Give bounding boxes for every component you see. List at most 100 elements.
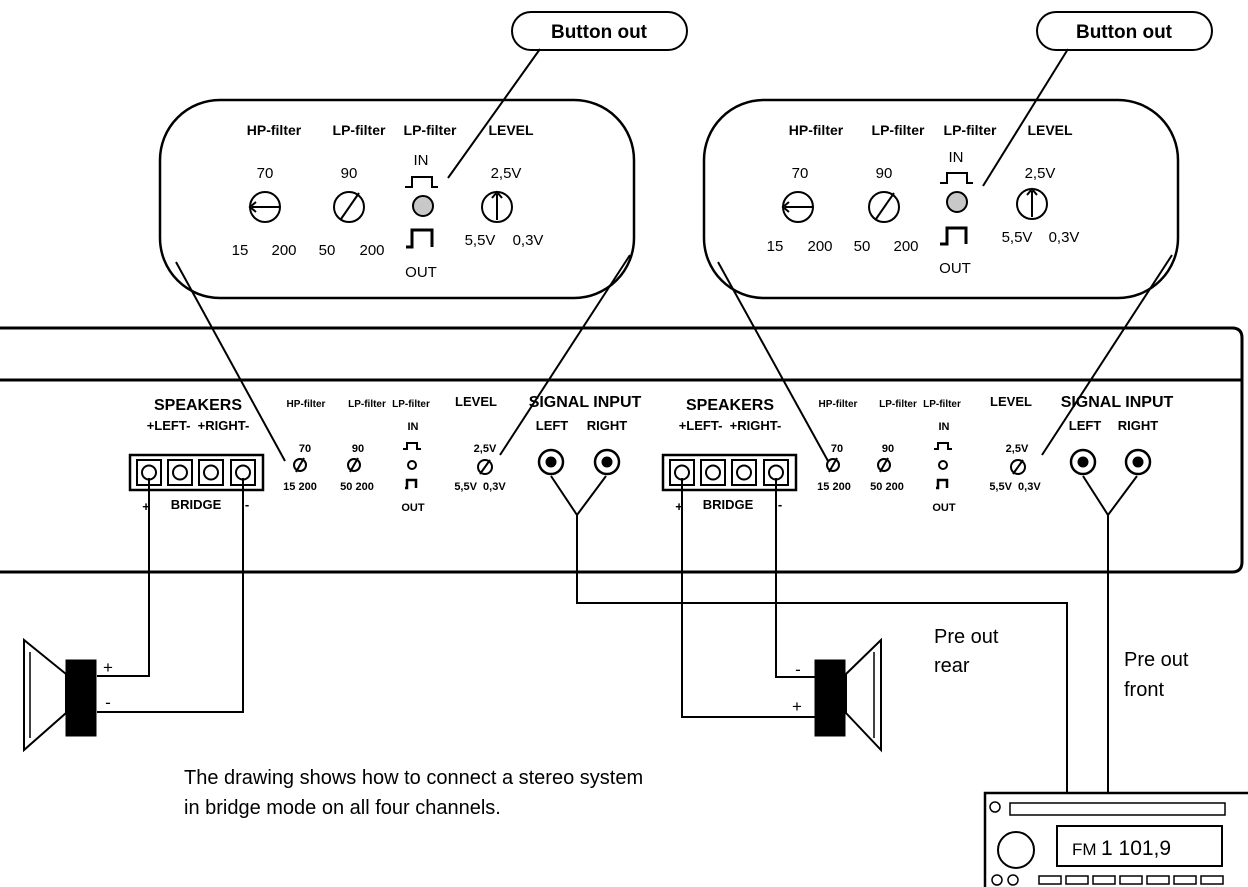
panel-level-range: 5,5V 0,3V bbox=[989, 481, 1041, 493]
panel-hp-filter-label: HP-filter bbox=[287, 399, 326, 410]
callout-lp-filter-label: LP-filter bbox=[333, 122, 386, 138]
lp-filter-knob bbox=[333, 191, 365, 223]
callout-switch-in: IN bbox=[949, 149, 964, 166]
callout-level-label: LEVEL bbox=[1027, 122, 1073, 138]
speaker-left: + - bbox=[23, 637, 113, 753]
caption-line1: The drawing shows how to connect a stere… bbox=[184, 767, 643, 789]
radio-display bbox=[1056, 825, 1223, 867]
lp-switch-button bbox=[412, 195, 434, 217]
left-right-label: +LEFT- +RIGHT- bbox=[147, 418, 250, 433]
panel-right: SPEAKERS +LEFT- +RIGHT- + BRIDGE - HP-fi… bbox=[661, 394, 1174, 514]
speaker-terminal-block bbox=[128, 453, 265, 492]
callout-hp-low: 15 bbox=[767, 238, 784, 255]
switch-out-symbol-icon bbox=[406, 228, 434, 249]
panel-hp-top: 70 bbox=[299, 443, 311, 455]
speaker-right: - + bbox=[792, 637, 882, 753]
button-out-label bbox=[511, 11, 688, 51]
button-out-text: Button out bbox=[551, 22, 648, 43]
callout-lp-filter-label: LP-filter bbox=[872, 122, 925, 138]
panel-lp-range: 50 200 bbox=[870, 481, 904, 493]
bridge-plus: + bbox=[675, 499, 683, 514]
hp-filter-knob bbox=[293, 458, 307, 472]
callout-lp-high: 200 bbox=[893, 238, 918, 255]
left-right-label: +LEFT- +RIGHT- bbox=[679, 418, 782, 433]
bridge-label: BRIDGE bbox=[703, 497, 754, 512]
speaker-right-plus: + bbox=[792, 697, 802, 716]
hp-filter-knob bbox=[826, 458, 840, 472]
rca-right-jack bbox=[1124, 448, 1152, 476]
callout-right: Button out HP-filter LP-filter LP-filter… bbox=[702, 11, 1213, 462]
signal-input-label: SIGNAL INPUT bbox=[529, 394, 642, 411]
lp-filter-knob bbox=[868, 191, 900, 223]
radio-frequency: 1 101,9 bbox=[1101, 837, 1171, 860]
callout-hp-top: 70 bbox=[792, 165, 809, 182]
callout-lp-high: 200 bbox=[359, 242, 384, 259]
panel-lp-top: 90 bbox=[352, 443, 364, 455]
callout-lp-filter-switch-label: LP-filter bbox=[944, 122, 997, 138]
rca-right-jack bbox=[593, 448, 621, 476]
signal-right-label: RIGHT bbox=[1118, 418, 1159, 433]
panel-level-label: LEVEL bbox=[455, 394, 497, 409]
bridge-label: BRIDGE bbox=[171, 497, 222, 512]
switch-in-symbol-icon bbox=[940, 172, 973, 184]
speakers-label: SPEAKERS bbox=[154, 397, 242, 414]
speaker-left-plus: + bbox=[103, 658, 113, 677]
callout-level-low: 5,5V bbox=[1002, 229, 1033, 246]
pre-out-rear-line2: rear bbox=[934, 655, 970, 677]
callout-hp-high: 200 bbox=[807, 238, 832, 255]
callout-lp-top: 90 bbox=[876, 165, 893, 182]
callout-switch-out: OUT bbox=[405, 264, 437, 281]
button-out-text: Button out bbox=[1076, 22, 1173, 43]
signal-left-label: LEFT bbox=[536, 418, 569, 433]
panel-lp-switch-label: LP-filter bbox=[923, 399, 961, 410]
switch-in-symbol-icon bbox=[405, 176, 438, 188]
panel-level-top: 2,5V bbox=[1006, 443, 1029, 455]
callout-hp-low: 15 bbox=[232, 242, 249, 259]
callout-hp-top: 70 bbox=[257, 165, 274, 182]
bridge-plus: + bbox=[142, 499, 150, 514]
callout-lp-top: 90 bbox=[341, 165, 358, 182]
panel-lp-filter-label: LP-filter bbox=[879, 399, 917, 410]
callout-left: Button out HP-filter LP-filter LP-filter… bbox=[158, 11, 688, 462]
panel-hp-filter-label: HP-filter bbox=[819, 399, 858, 410]
lp-switch-button bbox=[946, 191, 968, 213]
signal-right-label: RIGHT bbox=[587, 418, 628, 433]
lp-switch-button bbox=[407, 460, 417, 470]
level-knob bbox=[1010, 459, 1026, 475]
pre-out-front-line1: Pre out bbox=[1124, 649, 1189, 671]
lp-filter-knob bbox=[877, 458, 891, 472]
panel-hp-range: 15 200 bbox=[283, 481, 317, 493]
callout-level-top: 2,5V bbox=[491, 165, 522, 182]
speaker-cables bbox=[97, 478, 815, 718]
panel-switch-in: IN bbox=[939, 421, 950, 433]
signal-input-label: SIGNAL INPUT bbox=[1061, 394, 1174, 411]
speaker-right-minus: - bbox=[795, 660, 801, 679]
caption-line2: in bridge mode on all four channels. bbox=[184, 797, 501, 819]
head-unit-radio: FM 1 101,9 bbox=[983, 791, 1248, 887]
panel-level-range: 5,5V 0,3V bbox=[454, 481, 506, 493]
pre-out-front-line2: front bbox=[1124, 679, 1164, 701]
speaker-terminal-block bbox=[661, 453, 798, 492]
volume-knob-icon bbox=[997, 831, 1035, 869]
lp-filter-knob bbox=[347, 458, 361, 472]
panel-level-top: 2,5V bbox=[474, 443, 497, 455]
callout-switch-in: IN bbox=[414, 152, 429, 169]
callout-level-low: 5,5V bbox=[465, 232, 496, 249]
panel-lp-top: 90 bbox=[882, 443, 894, 455]
radio-band: FM bbox=[1072, 840, 1097, 859]
callout-lp-low: 50 bbox=[854, 238, 871, 255]
signal-left-label: LEFT bbox=[1069, 418, 1102, 433]
signal-cables bbox=[550, 475, 1138, 793]
panel-switch-out: OUT bbox=[932, 502, 956, 514]
panel-lp-switch-label: LP-filter bbox=[392, 399, 430, 410]
rca-left-jack bbox=[537, 448, 565, 476]
panel-hp-top: 70 bbox=[831, 443, 843, 455]
panel-switch-in: IN bbox=[408, 421, 419, 433]
callout-hp-filter-label: HP-filter bbox=[247, 122, 302, 138]
callout-hp-high: 200 bbox=[271, 242, 296, 259]
callout-level-top: 2,5V bbox=[1025, 165, 1056, 182]
callout-lp-low: 50 bbox=[319, 242, 336, 259]
panel-hp-range: 15 200 bbox=[817, 481, 851, 493]
bridge-minus: - bbox=[245, 497, 249, 512]
